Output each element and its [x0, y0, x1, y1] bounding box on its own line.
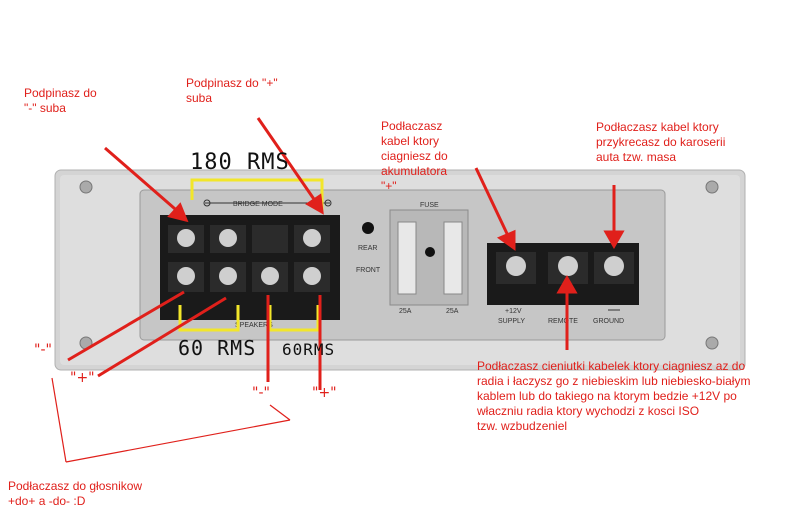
- arrow-plus-sub: [256, 117, 320, 206]
- fuse-screw-icon: [425, 247, 435, 257]
- ch2-minus-symbol: "-": [252, 385, 270, 401]
- supply-label-line1: +12V: [505, 308, 522, 315]
- fuse-right-value: 25A: [446, 308, 459, 315]
- arrow-ground-head: [603, 230, 625, 250]
- rear-indicator-icon: [362, 222, 374, 234]
- fuse-label: FUSE: [420, 202, 439, 209]
- fuse-left-value: 25A: [399, 308, 412, 315]
- remote-terminal-icon: [558, 256, 578, 276]
- remote-label: REMOTE: [548, 318, 578, 325]
- arrow-ch1-minus: [67, 290, 185, 362]
- annotation-battery: Podłaczasz kabel ktory ciagniesz do akum…: [381, 119, 448, 193]
- supply-label: SUPPLY: [498, 318, 525, 325]
- ch1-minus-symbol: "-": [34, 342, 52, 358]
- channel2-rms-label: 60RMS: [282, 340, 336, 359]
- annotation-ground: Podłaczasz kabel ktory przykrecasz do ka…: [596, 120, 726, 164]
- annotation-speakers: Podłaczasz do głosnikow +do+ a -do- :D: [8, 479, 143, 508]
- speaker-terminals-top: [168, 225, 330, 253]
- arrow-battery: [474, 167, 512, 241]
- speakers-label: SPEAKERS: [235, 322, 273, 329]
- speaker-bracket-lines: [51, 377, 291, 463]
- arrow-plus-sub-head: [305, 193, 324, 215]
- screw-icon: [79, 180, 93, 194]
- annotation-arrows: [67, 117, 625, 390]
- channel1-rms-label: 60 RMS: [178, 336, 257, 360]
- annotation-minus-sub: Podpinasz do "-" suba: [24, 86, 97, 115]
- screw-icon: [705, 180, 719, 194]
- arrow-ch1-plus: [97, 296, 227, 378]
- bridge-bracket: [190, 178, 324, 212]
- screw-icon: [705, 336, 719, 350]
- ground-label: GROUND: [593, 318, 624, 325]
- channel1-bracket: [178, 305, 240, 332]
- arrow-remote-head: [556, 274, 578, 294]
- rear-label: REAR: [358, 245, 377, 252]
- bridge-rms-label: 180 RMS: [190, 150, 290, 175]
- arrow-battery-head: [496, 229, 516, 251]
- fuse-right-icon: [443, 221, 463, 295]
- arrow-minus-sub: [104, 146, 183, 217]
- fuse-left-icon: [397, 221, 417, 295]
- arrow-minus-sub-head: [167, 202, 189, 223]
- supply-terminal-icon: [506, 256, 526, 276]
- ch1-plus-symbol: "+": [70, 370, 95, 386]
- channel2-bracket: [268, 305, 320, 332]
- speaker-terminals-bottom: [168, 262, 330, 292]
- annotation-plus-sub: Podpinasz do "+" suba: [186, 76, 278, 105]
- front-label: FRONT: [356, 267, 381, 274]
- annotation-remote: Podłaczasz cieniutki kabelek ktory ciagn…: [477, 359, 751, 433]
- bridge-mode-label: BRIDGE MODE: [233, 201, 283, 208]
- ground-terminal-icon: [604, 256, 624, 276]
- ch2-plus-symbol: "+": [312, 385, 337, 401]
